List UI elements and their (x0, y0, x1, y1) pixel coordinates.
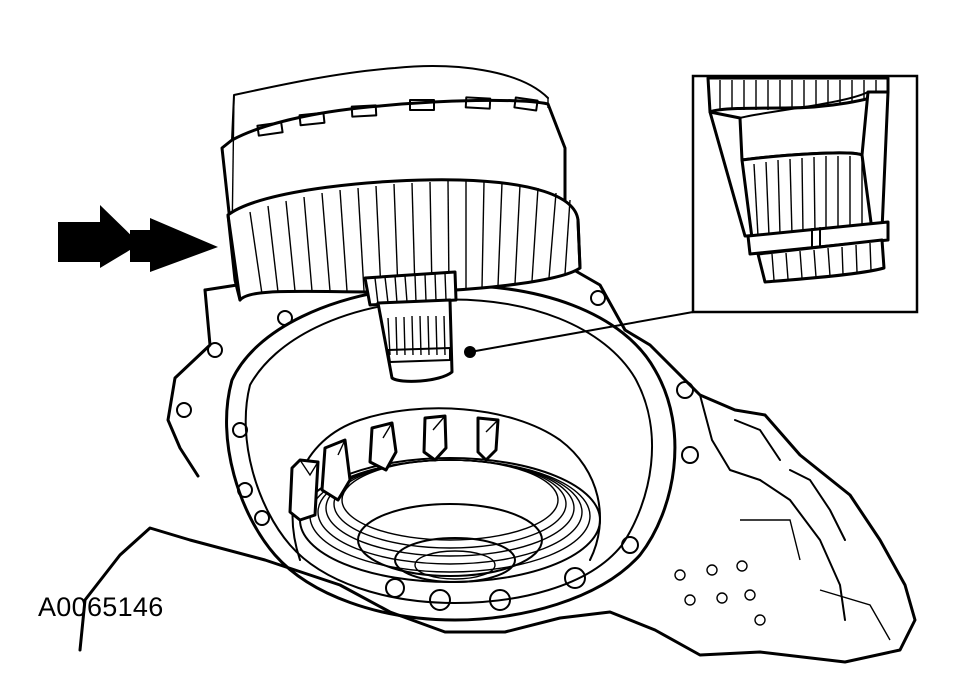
detail-callout (464, 311, 694, 358)
drum-slots (256, 96, 539, 137)
figure-reference-code: A0065146 (38, 592, 164, 622)
detail-inset (691, 74, 919, 314)
drum-splines (249, 180, 571, 295)
hub-splines (374, 272, 447, 305)
flange-bolt-holes (176, 290, 699, 611)
direction-arrow-icon (58, 205, 218, 272)
inset-bottom-splines (771, 242, 872, 281)
inset-lower-splines (753, 156, 863, 237)
transmission-case (78, 260, 917, 664)
drum-tabs (288, 414, 500, 522)
clutch-drum (220, 65, 582, 383)
case-vent-holes (674, 560, 766, 626)
